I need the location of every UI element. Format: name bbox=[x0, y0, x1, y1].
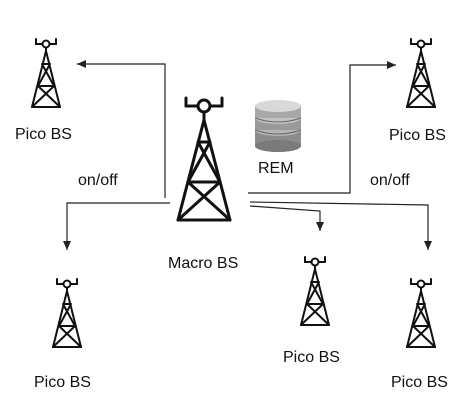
pico-bs-label-top-left: Pico BS bbox=[15, 126, 72, 143]
connections bbox=[63, 60, 432, 250]
pico-bs-label-top-right: Pico BS bbox=[389, 127, 446, 144]
pico-bs-label-bottom-right: Pico BS bbox=[391, 374, 448, 391]
on-off-label-right: on/off bbox=[370, 172, 410, 189]
rem-label: REM bbox=[258, 160, 294, 177]
on-off-label-left: on/off bbox=[78, 172, 118, 189]
arrow-to-pico-bottom-right bbox=[249, 201, 432, 250]
pico-bs-label-bottom-middle: Pico BS bbox=[283, 349, 340, 366]
macro-bs-label: Macro BS bbox=[168, 255, 239, 272]
rem-database-icon bbox=[254, 100, 302, 152]
arrow-to-pico-bottom-middle bbox=[249, 205, 324, 231]
arrow-to-pico-top-left bbox=[77, 60, 166, 198]
macro-bs-tower-icon bbox=[176, 96, 232, 222]
pico-bs-tower-icon-top-left bbox=[31, 38, 61, 108]
pico-bs-tower-icon-top-right bbox=[406, 38, 436, 108]
pico-bs-tower-icon-bottom-middle bbox=[300, 256, 330, 326]
pico-bs-tower-icon-bottom-left bbox=[52, 278, 82, 348]
pico-bs-label-bottom-left: Pico BS bbox=[34, 374, 91, 391]
arrow-to-pico-bottom-left bbox=[63, 202, 170, 250]
arrow-to-pico-top-right bbox=[248, 61, 396, 194]
pico-bs-tower-icon-bottom-right bbox=[406, 278, 436, 348]
